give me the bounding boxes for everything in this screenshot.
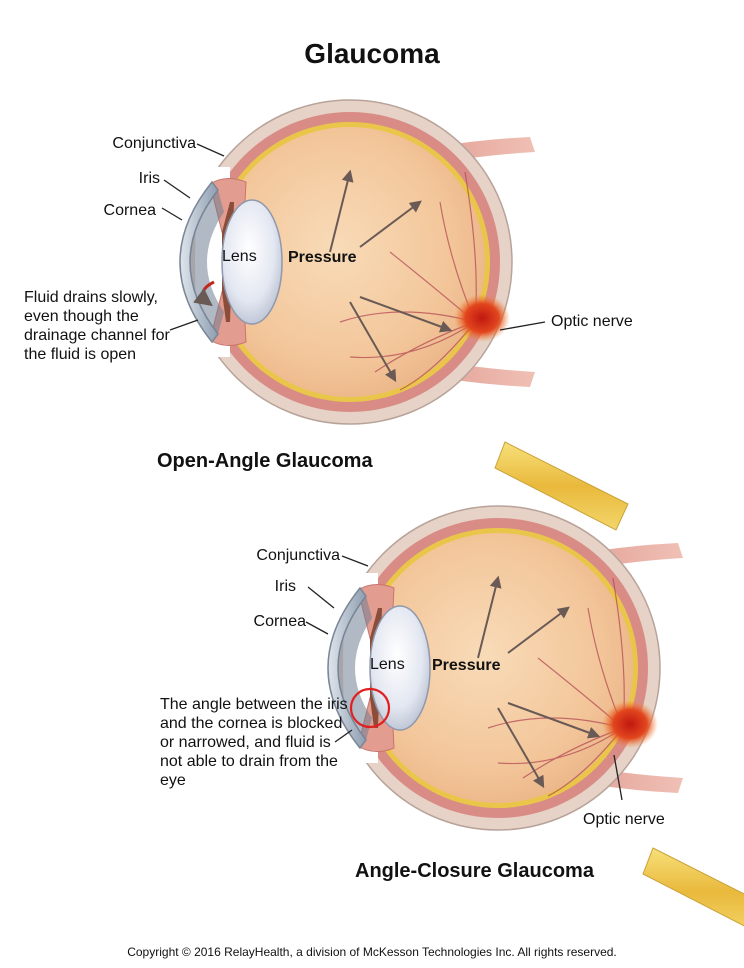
label-pressure-closure: Pressure — [432, 657, 501, 674]
label-lens-open: Lens — [222, 248, 257, 265]
page-title: Glaucoma — [304, 38, 440, 69]
label-cornea-open: Cornea — [103, 202, 156, 219]
note-open-angle: Fluid drains slowly, even though the dra… — [24, 289, 170, 363]
open-angle-eye — [180, 100, 628, 530]
angle-closure-eye — [328, 506, 744, 936]
copyright-notice: Copyright © 2016 RelayHealth, a division… — [127, 945, 617, 959]
label-pressure-open: Pressure — [288, 249, 357, 266]
leader-lines-open — [161, 143, 546, 331]
label-conjunctiva-open: Conjunctiva — [112, 135, 196, 152]
leader-lines-closure — [305, 555, 623, 801]
label-conjunctiva-closure: Conjunctiva — [256, 547, 340, 564]
blocked-angle-ring — [349, 687, 391, 729]
label-optic-nerve-closure: Optic nerve — [583, 811, 665, 828]
heading-angle-closure: Angle-Closure Glaucoma — [355, 860, 594, 882]
label-optic-nerve-open: Optic nerve — [551, 313, 633, 330]
label-iris-open: Iris — [138, 170, 160, 187]
label-cornea-closure: Cornea — [253, 613, 306, 630]
label-iris-closure: Iris — [274, 578, 296, 595]
note-angle-closure: The angle between the iris and the corne… — [160, 696, 348, 789]
label-lens-closure: Lens — [370, 656, 405, 673]
heading-open-angle: Open-Angle Glaucoma — [157, 450, 373, 472]
